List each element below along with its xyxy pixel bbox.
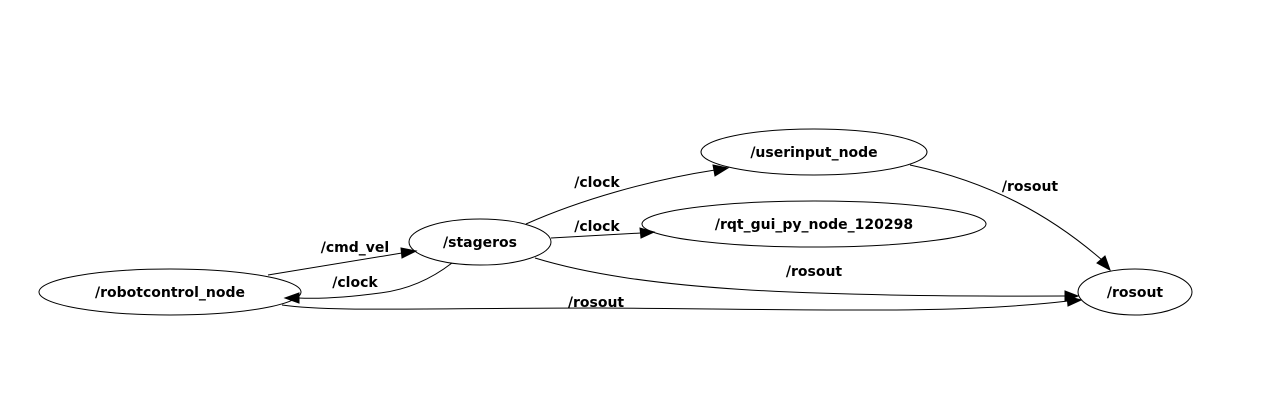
edge-label-rosout-userinput: /rosout — [1002, 179, 1059, 195]
edge-label-clock-robotcontrol: /clock — [332, 275, 378, 291]
edge-stageros-userinput: /clock — [525, 164, 730, 225]
edge-robotcontrol-stageros: /cmd_vel — [267, 240, 418, 276]
edge-stageros-robotcontrol: /clock — [283, 262, 453, 304]
edge-label-cmd-vel: /cmd_vel — [321, 240, 389, 256]
edge-stageros-rqt: /clock — [550, 219, 656, 239]
edge-robotcontrol-rosout: /rosout — [281, 295, 1083, 311]
node-stageros[interactable]: /stageros — [408, 218, 552, 266]
node-userinput[interactable]: /userinput_node — [700, 128, 928, 176]
node-label-rosout: /rosout — [1107, 285, 1164, 301]
edge-userinput-rosout: /rosout — [909, 164, 1111, 272]
node-label-robotcontrol: /robotcontrol_node — [95, 285, 245, 301]
node-label-rqt-gui: /rqt_gui_py_node_120298 — [715, 217, 913, 233]
edge-label-clock-userinput: /clock — [574, 175, 620, 191]
edge-label-clock-rqt: /clock — [574, 219, 620, 235]
edge-stageros-rosout: /rosout — [534, 257, 1080, 302]
node-rqt-gui[interactable]: /rqt_gui_py_node_120298 — [641, 200, 987, 248]
edge-label-rosout-robotcontrol: /rosout — [568, 295, 625, 311]
edge-label-rosout-stageros: /rosout — [786, 264, 843, 280]
node-label-stageros: /stageros — [443, 235, 517, 251]
node-rosout[interactable]: /rosout — [1077, 268, 1193, 316]
node-robotcontrol[interactable]: /robotcontrol_node — [38, 268, 302, 316]
node-label-userinput: /userinput_node — [750, 145, 877, 161]
